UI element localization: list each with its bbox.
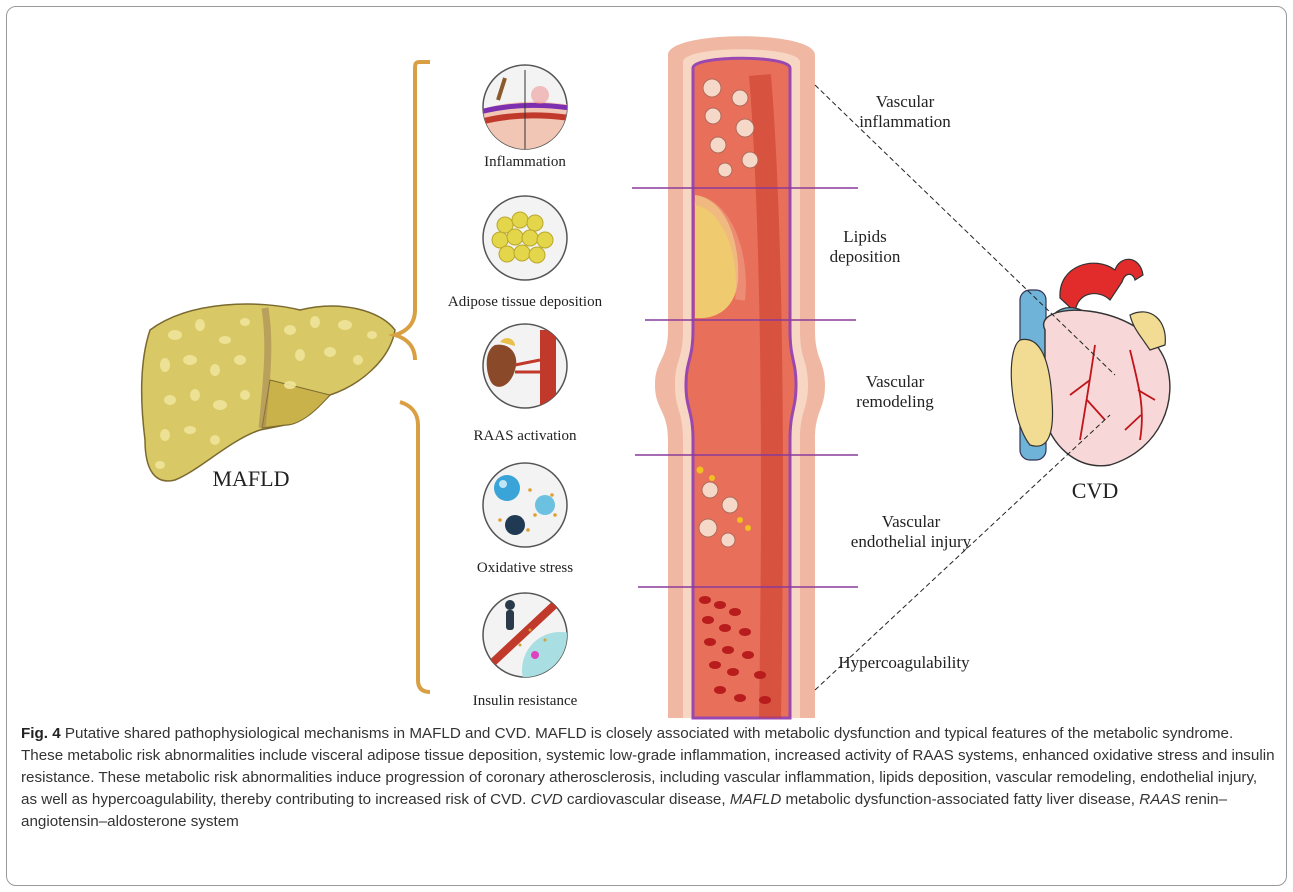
blood-vessel bbox=[655, 36, 825, 718]
figure-number: Fig. 4 bbox=[21, 725, 61, 742]
oxidative-stress-icon bbox=[483, 463, 567, 547]
heart-illustration bbox=[1011, 259, 1170, 465]
insulin-resistance-icon bbox=[483, 593, 598, 708]
raas-icon bbox=[483, 324, 567, 410]
abbr-raas: RAAS bbox=[1139, 791, 1180, 808]
mechanism-label-raas: RAAS activation bbox=[445, 427, 605, 445]
mafld-label: MAFLD bbox=[186, 466, 316, 492]
lower-bracket bbox=[400, 402, 430, 692]
mechanism-label-insulin: Insulin resistance bbox=[445, 692, 605, 710]
def-cvd: cardiovascular disease, bbox=[563, 791, 730, 808]
mechanism-label-oxidative: Oxidative stress bbox=[445, 559, 605, 577]
abbr-mafld: MAFLD bbox=[730, 791, 781, 808]
figure-caption: Fig. 4 Putative shared pathophysiologica… bbox=[21, 723, 1276, 833]
cvd-label: CVD bbox=[1050, 478, 1140, 504]
adipose-icon bbox=[483, 196, 567, 280]
def-mafld: metabolic dysfunction-associated fatty l… bbox=[781, 791, 1139, 808]
inflammation-icon bbox=[480, 65, 570, 160]
upper-bracket bbox=[395, 62, 430, 360]
segment-label-hypercoagulability: Hypercoagulability bbox=[824, 653, 984, 673]
abbr-cvd: CVD bbox=[531, 791, 563, 808]
mechanism-label-inflammation: Inflammation bbox=[445, 153, 605, 171]
mechanism-label-adipose: Adipose tissue deposition bbox=[430, 293, 620, 311]
liver-illustration bbox=[142, 304, 395, 481]
